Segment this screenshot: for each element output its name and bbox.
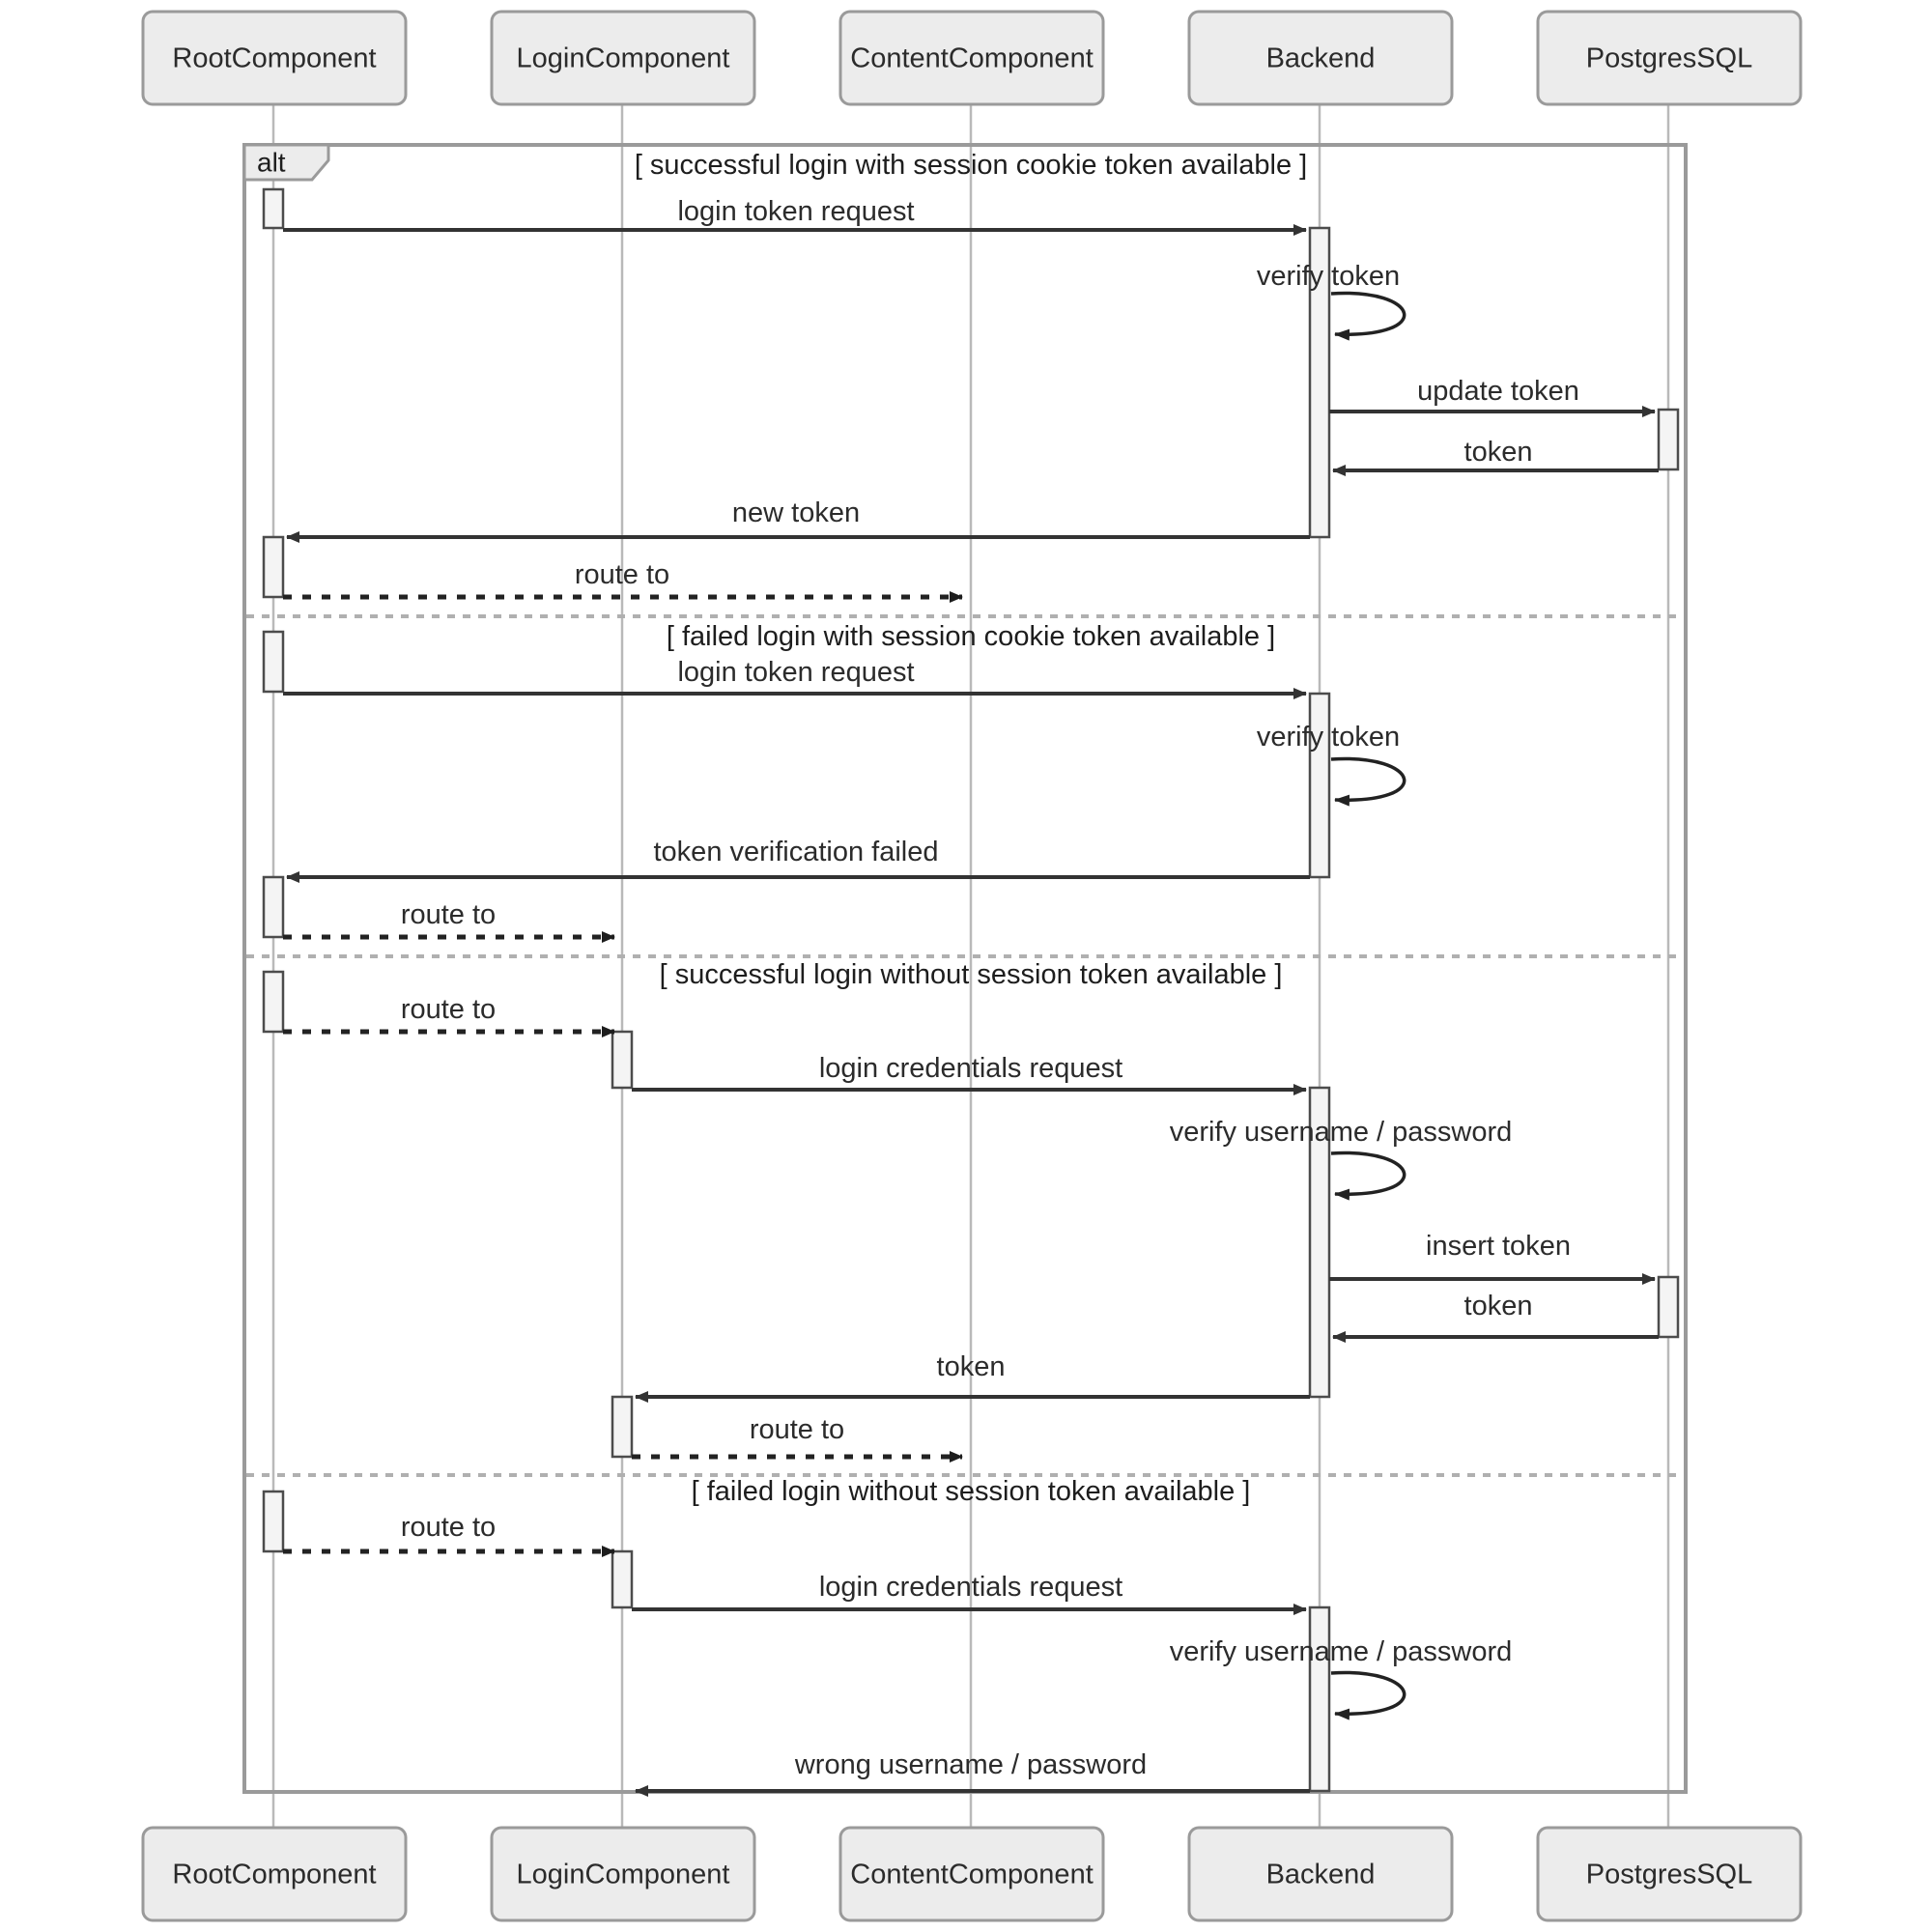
activation-root <box>262 970 285 1034</box>
message-login-credentials-request: login credentials request <box>632 1572 1307 1615</box>
message-insert-token: insert token <box>1329 1231 1656 1285</box>
activation-root <box>262 1490 285 1553</box>
message-label: route to <box>401 994 496 1025</box>
participant-label: LoginComponent <box>517 1860 730 1890</box>
participant-root-top[interactable]: RootComponent <box>141 10 408 106</box>
participant-backend-bottom[interactable]: Backend <box>1187 1826 1454 1922</box>
message-route-to-login: route to <box>283 1512 615 1557</box>
message-label: login token request <box>677 657 914 688</box>
message-wrong-credentials: wrong username / password <box>635 1749 1310 1797</box>
alt-fragment-3: [ successful login without session token… <box>246 959 1684 1477</box>
message-label: login token request <box>677 196 914 227</box>
message-route-to-content: route to <box>283 559 963 603</box>
message-route-to-login: route to <box>283 899 615 943</box>
message-token-verification-failed: token verification failed <box>286 837 1310 883</box>
message-label: insert token <box>1426 1231 1571 1262</box>
activation-backend <box>1308 1086 1331 1399</box>
message-label: wrong username / password <box>794 1749 1147 1780</box>
participant-label: LoginComponent <box>517 43 730 74</box>
message-label: update token <box>1417 376 1579 407</box>
participant-login-bottom[interactable]: LoginComponent <box>490 1826 756 1922</box>
message-label: route to <box>401 899 496 930</box>
participant-label: Backend <box>1266 1860 1376 1890</box>
message-route-to-login: route to <box>283 994 615 1037</box>
message-label: route to <box>750 1414 844 1445</box>
message-label: token <box>1464 437 1533 468</box>
participant-label: PostgresSQL <box>1586 1860 1752 1890</box>
activation-backend <box>1308 1605 1331 1793</box>
alt-condition-label: [ failed login with session cookie token… <box>667 621 1275 652</box>
participant-label: ContentComponent <box>850 1860 1094 1890</box>
message-route-to-content: route to <box>632 1414 963 1463</box>
participant-label: Backend <box>1266 43 1376 74</box>
participant-label: RootComponent <box>172 1860 376 1890</box>
activation-login <box>611 1030 634 1090</box>
message-verify-credentials-self: verify username / password <box>1170 1117 1513 1201</box>
message-update-token: update token <box>1329 376 1656 417</box>
alt-fragment-1: [ successful login with session cookie t… <box>246 150 1684 618</box>
message-label: new token <box>732 497 860 528</box>
participant-label: PostgresSQL <box>1586 43 1752 74</box>
participant-login-top[interactable]: LoginComponent <box>490 10 756 106</box>
participant-label: ContentComponent <box>850 43 1094 74</box>
alt-condition-label: [ failed login without session token ava… <box>692 1476 1251 1507</box>
alt-fragment-4: [ failed login without session token ava… <box>262 1476 1513 1797</box>
message-label: login credentials request <box>819 1053 1122 1084</box>
message-label: token <box>937 1351 1006 1382</box>
alt-fragment-2: [ failed login with session cookie token… <box>246 621 1684 958</box>
message-label: verify username / password <box>1170 1636 1513 1667</box>
message-token-from-db: token <box>1332 1291 1659 1343</box>
participant-backend-top[interactable]: Backend <box>1187 10 1454 106</box>
message-label: verify username / password <box>1170 1117 1513 1148</box>
participant-postgres-top[interactable]: PostgresSQL <box>1536 10 1803 106</box>
message-label: route to <box>575 559 669 590</box>
participant-postgres-bottom[interactable]: PostgresSQL <box>1536 1826 1803 1922</box>
message-label: verify token <box>1257 261 1400 292</box>
message-label: login credentials request <box>819 1572 1122 1603</box>
message-login-token-request: login token request <box>283 196 1307 236</box>
activation-backend <box>1308 226 1331 539</box>
message-new-token: new token <box>286 497 1310 543</box>
participants-bottom: RootComponent LoginComponent ContentComp… <box>141 1826 1803 1922</box>
message-verify-credentials-self: verify username / password <box>1170 1636 1513 1720</box>
activation-login-2 <box>611 1395 634 1459</box>
participants-top: RootComponent LoginComponent ContentComp… <box>141 10 1803 106</box>
message-login-credentials-request: login credentials request <box>632 1053 1307 1095</box>
activation-postgres <box>1657 408 1680 471</box>
message-token-to-login: token <box>635 1351 1310 1403</box>
participant-content-top[interactable]: ContentComponent <box>838 10 1105 106</box>
activation-root-2 <box>262 875 285 939</box>
activation-login <box>611 1549 634 1609</box>
participant-label: RootComponent <box>172 43 376 74</box>
participant-root-bottom[interactable]: RootComponent <box>141 1826 408 1922</box>
activation-backend <box>1308 692 1331 879</box>
activation-root <box>262 630 285 694</box>
message-label: token <box>1464 1291 1533 1321</box>
activation-root-2 <box>262 535 285 599</box>
message-label: route to <box>401 1512 496 1543</box>
message-token-from-db: token <box>1332 437 1659 476</box>
activation-postgres <box>1657 1275 1680 1339</box>
message-login-token-request: login token request <box>283 657 1307 699</box>
alt-condition-label: [ successful login with session cookie t… <box>635 150 1307 181</box>
message-verify-token-self: verify token <box>1257 261 1406 341</box>
message-label: verify token <box>1257 722 1400 753</box>
participant-content-bottom[interactable]: ContentComponent <box>838 1826 1105 1922</box>
message-label: token verification failed <box>654 837 939 867</box>
alt-condition-label: [ successful login without session token… <box>660 959 1283 990</box>
message-verify-token-self: verify token <box>1257 722 1406 807</box>
activation-root <box>262 187 285 230</box>
alt-operator-label: alt <box>257 147 286 177</box>
